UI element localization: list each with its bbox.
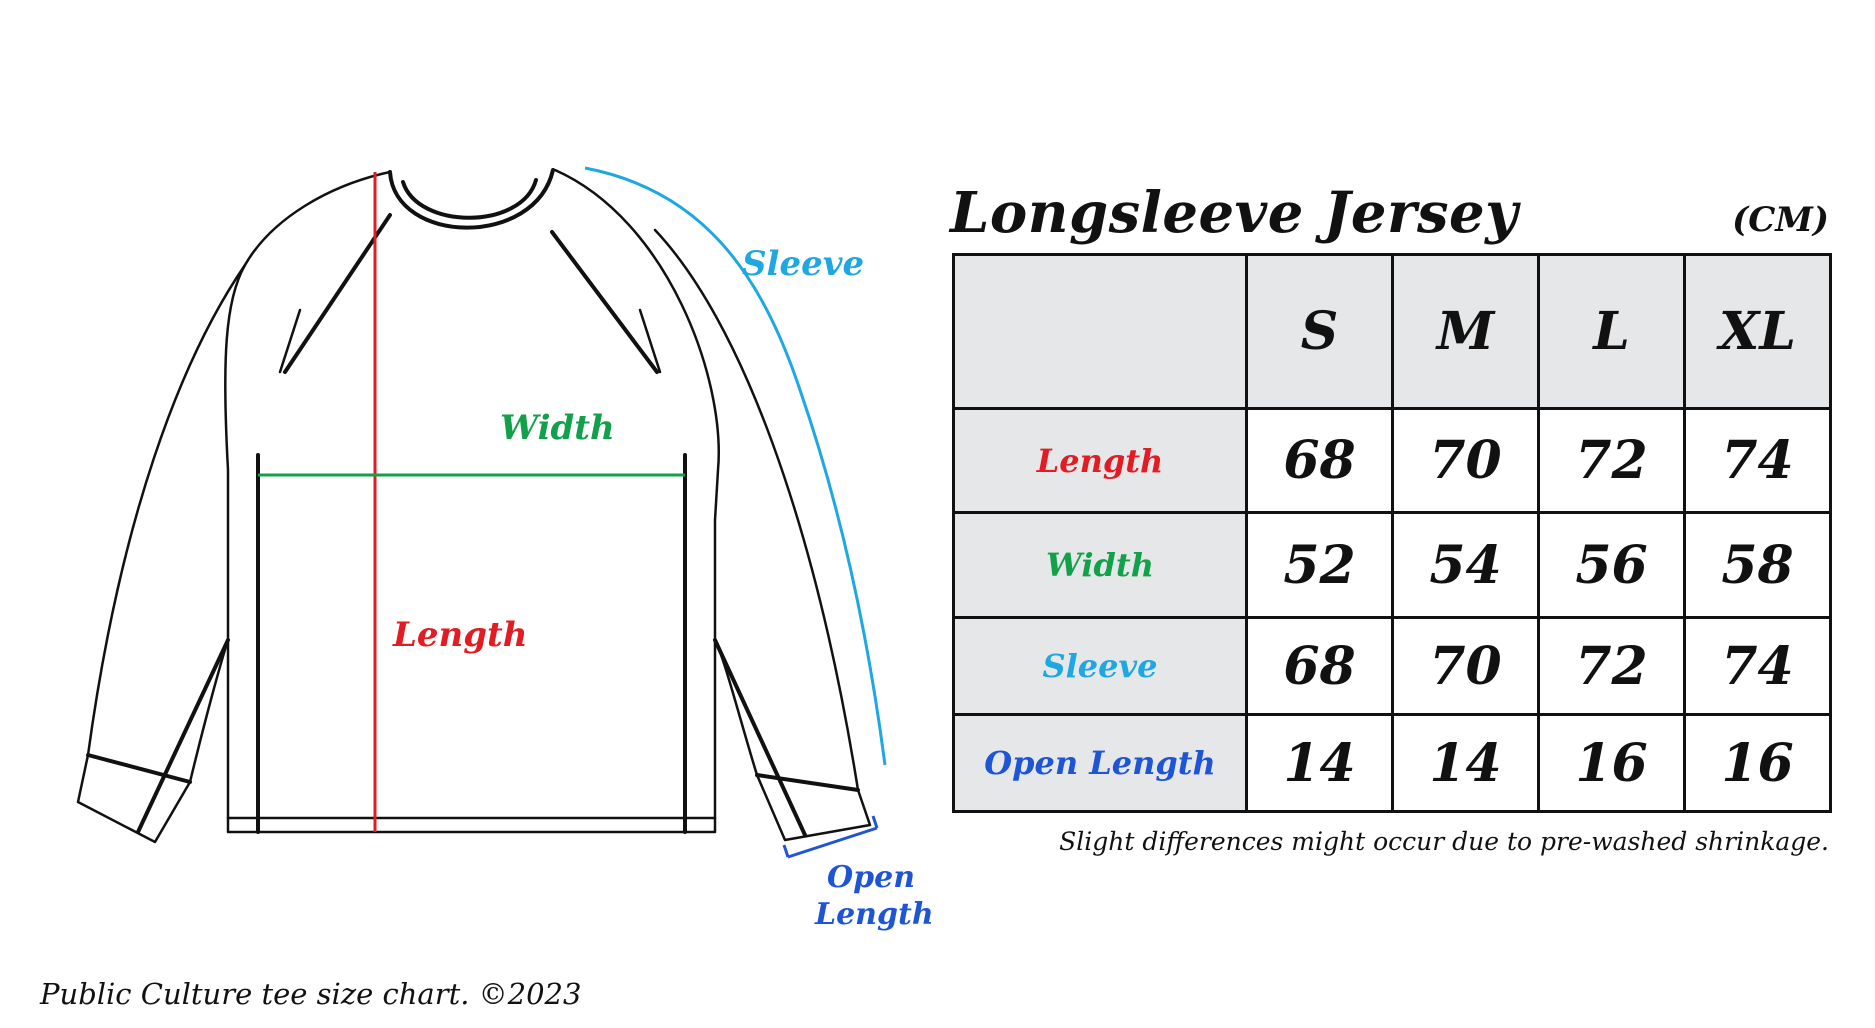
table-title: Longsleeve Jersey <box>950 180 1519 246</box>
cell-length-xl: 74 <box>1683 407 1832 514</box>
size-header-m: M <box>1391 253 1540 410</box>
cell-width-s: 52 <box>1245 511 1394 619</box>
corner-cell <box>952 253 1248 410</box>
cell-length-m: 70 <box>1391 407 1540 514</box>
sleeve-label: Sleeve <box>742 244 865 284</box>
footer-caption: Public Culture tee size chart. ©2023 <box>40 977 582 1011</box>
cell-open-length-s: 14 <box>1245 713 1394 813</box>
cell-length-s: 68 <box>1245 407 1394 514</box>
sleeve-measure-line <box>584 166 887 766</box>
size-header-row: S M L XL <box>952 253 1832 410</box>
right-cuff-line <box>755 773 860 792</box>
cell-length-l: 72 <box>1537 407 1686 514</box>
row-label-length: Length <box>952 407 1248 514</box>
cell-sleeve-m: 70 <box>1391 616 1540 716</box>
cell-open-length-m: 14 <box>1391 713 1540 813</box>
shrinkage-note: Slight differences might occur due to pr… <box>1059 827 1829 856</box>
row-label-open-length: Open Length <box>952 713 1248 813</box>
length-label: Length <box>393 615 528 655</box>
collar-inner <box>401 178 538 220</box>
collar-outer <box>388 168 555 230</box>
unit-label: (CM) <box>1732 200 1829 240</box>
size-header-s: S <box>1245 253 1394 410</box>
cell-open-length-xl: 16 <box>1683 713 1832 813</box>
size-header-xl: XL <box>1683 253 1832 410</box>
cell-sleeve-l: 72 <box>1537 616 1686 716</box>
cell-width-m: 54 <box>1391 511 1540 619</box>
table-row-length: Length 68 70 72 74 <box>952 407 1832 514</box>
sweater-diagram <box>76 166 887 859</box>
cell-sleeve-s: 68 <box>1245 616 1394 716</box>
raglan-seam-left <box>283 213 392 374</box>
open-length-label-line1: Open <box>827 860 916 895</box>
row-label-sleeve: Sleeve <box>952 616 1248 716</box>
size-table: S M L XL Length 68 70 72 74 Width 52 54 … <box>952 253 1832 813</box>
left-cuff-seam <box>136 638 230 834</box>
open-length-label-line2: Length <box>815 897 934 932</box>
table-row-sleeve: Sleeve 68 70 72 74 <box>952 616 1832 716</box>
open-length-measure-line <box>782 815 879 859</box>
sweater-outline <box>224 168 720 834</box>
left-sleeve <box>76 263 247 844</box>
right-sleeve-inner <box>638 308 662 374</box>
width-label: Width <box>500 408 615 448</box>
row-label-width: Width <box>952 511 1248 619</box>
size-header-l: L <box>1537 253 1686 410</box>
cell-open-length-l: 16 <box>1537 713 1686 813</box>
table-row-width: Width 52 54 56 58 <box>952 511 1832 619</box>
cell-sleeve-xl: 74 <box>1683 616 1832 716</box>
left-cuff-line <box>86 753 192 784</box>
cell-width-l: 56 <box>1537 511 1686 619</box>
right-cuff-seam <box>713 638 807 837</box>
cell-width-xl: 58 <box>1683 511 1832 619</box>
right-sleeve <box>653 228 872 842</box>
left-sleeve-inner <box>278 308 302 374</box>
table-row-open-length: Open Length 14 14 16 16 <box>952 713 1832 813</box>
raglan-seam-right <box>550 230 659 374</box>
